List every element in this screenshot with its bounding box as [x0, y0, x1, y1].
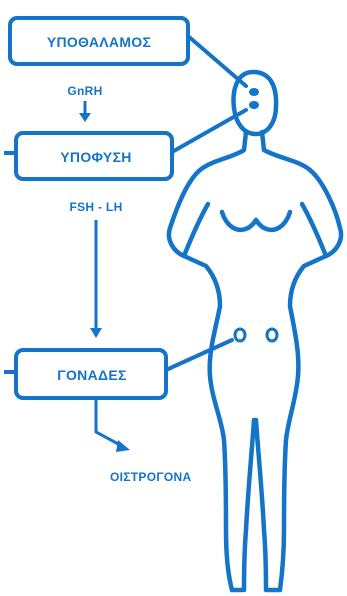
right-arm-inner	[302, 204, 326, 256]
right-leg-inner	[256, 420, 266, 590]
estrogens-label: ΟΙΣΤΡΟΓΟΝΑ	[110, 470, 191, 484]
estrogens-arrow	[96, 398, 130, 452]
pituitary-box: ΥΠΟΦΥΣΗ	[16, 133, 172, 179]
body-left-outline	[169, 132, 246, 590]
right-breast	[256, 212, 290, 230]
pituitary-label: ΥΠΟΦΥΣΗ	[60, 149, 131, 165]
right-ovary-marker	[267, 329, 277, 341]
fsh-lh-arrow	[90, 220, 102, 338]
hypothalamus-pointer-line	[188, 36, 246, 86]
left-breast	[222, 212, 256, 230]
left-arm-inner	[184, 204, 208, 256]
body-silhouette	[169, 72, 341, 590]
gonads-pointer-line	[166, 340, 232, 370]
hypothalamus-marker	[249, 88, 259, 96]
left-leg-inner	[244, 420, 254, 590]
hypothalamus-box: ΥΠΟΘΑΛΑΜΟΣ	[10, 18, 188, 64]
body-right-outline	[262, 132, 341, 590]
gnrh-label: GnRH	[67, 84, 102, 98]
fsh-lh-label: FSH - LH	[69, 200, 122, 214]
hypothalamus-label: ΥΠΟΘΑΛΑΜΟΣ	[47, 34, 151, 50]
pituitary-pointer-line	[172, 110, 246, 152]
gonads-box: ΓΟΝΑΔΕΣ	[16, 350, 166, 398]
pituitary-marker	[249, 101, 259, 109]
gnrh-arrow	[79, 101, 91, 122]
gonads-label: ΓΟΝΑΔΕΣ	[57, 367, 126, 383]
left-ovary-marker	[235, 329, 245, 341]
